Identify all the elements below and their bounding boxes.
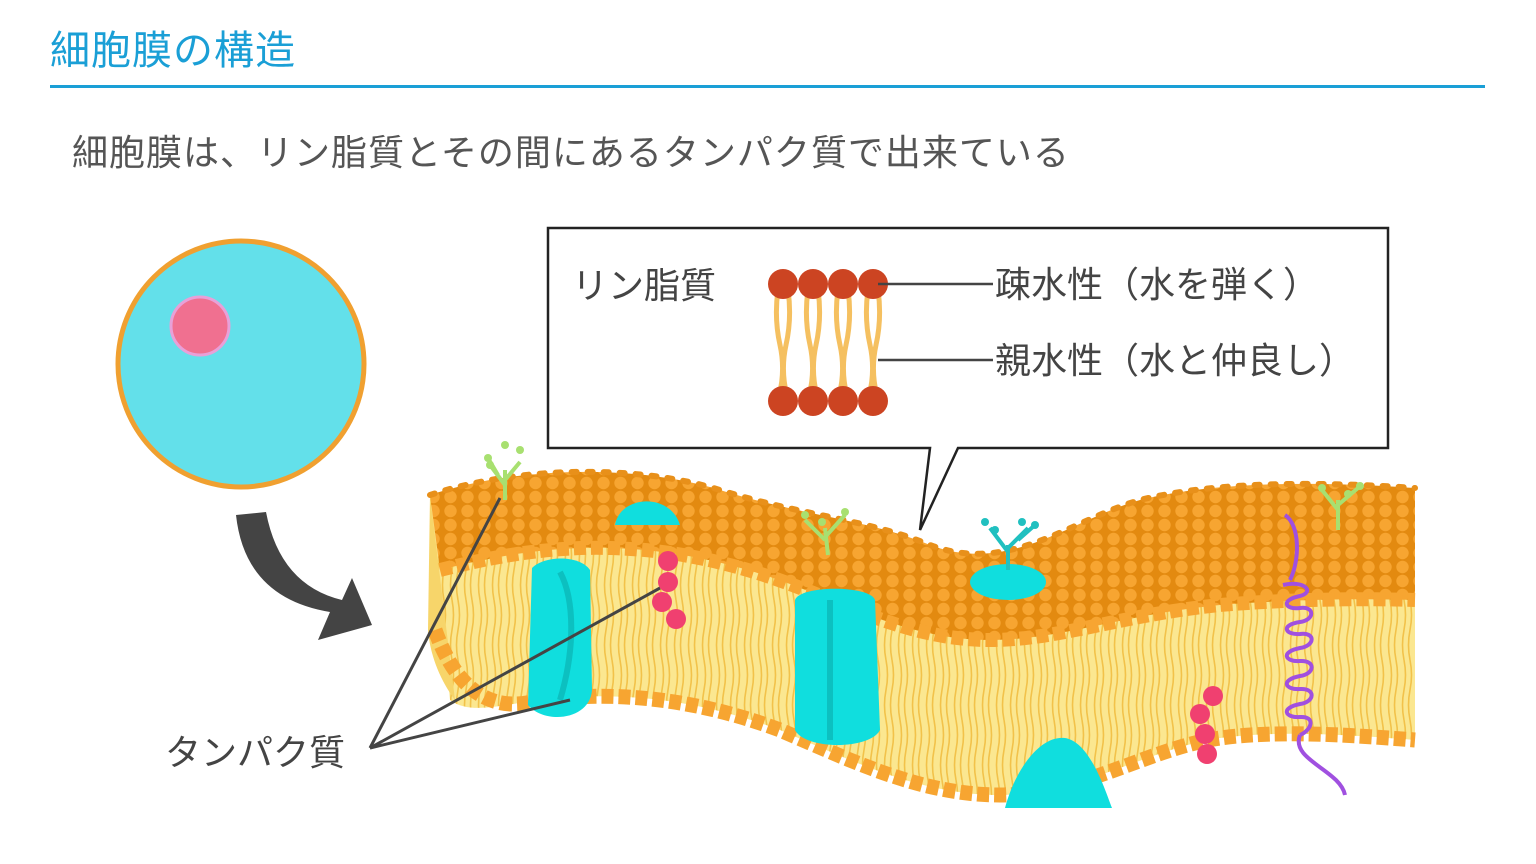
callout-box bbox=[546, 226, 1390, 531]
callout: リン脂質 疎水性（水を弾く） 親水性（水と仲良し） bbox=[546, 226, 1390, 531]
phospholipid-bilayer-icon bbox=[768, 269, 888, 416]
hydrophobic-label: 疎水性（水を弾く） bbox=[995, 265, 1319, 306]
alpha-helix-protein bbox=[1282, 513, 1347, 796]
pink-protein-chains bbox=[652, 551, 1223, 764]
channel-protein-left bbox=[528, 558, 592, 717]
proteins bbox=[528, 501, 1112, 808]
peripheral-protein-bottom bbox=[1005, 737, 1112, 808]
membrane-top-heads bbox=[430, 471, 1415, 640]
channel-protein-center bbox=[795, 588, 880, 745]
title-divider bbox=[50, 85, 1485, 88]
phospholipid-label: リン脂質 bbox=[572, 266, 716, 307]
subtitle: 細胞膜は、リン脂質とその間にあるタンパク質で出来ている bbox=[72, 133, 1070, 174]
surface-protein-top bbox=[615, 501, 680, 525]
protein-label: タンパク質 bbox=[165, 733, 345, 774]
cell-body bbox=[115, 238, 367, 490]
cell bbox=[115, 238, 367, 490]
page-title: 細胞膜の構造 bbox=[50, 28, 296, 74]
hydrophilic-label: 親水性（水と仲良し） bbox=[995, 341, 1355, 382]
nucleus bbox=[169, 295, 231, 357]
surface-protein-center bbox=[970, 564, 1046, 600]
protein-pointers bbox=[368, 497, 661, 750]
curved-arrow-icon bbox=[236, 512, 372, 640]
glycan-chains bbox=[484, 441, 1364, 570]
